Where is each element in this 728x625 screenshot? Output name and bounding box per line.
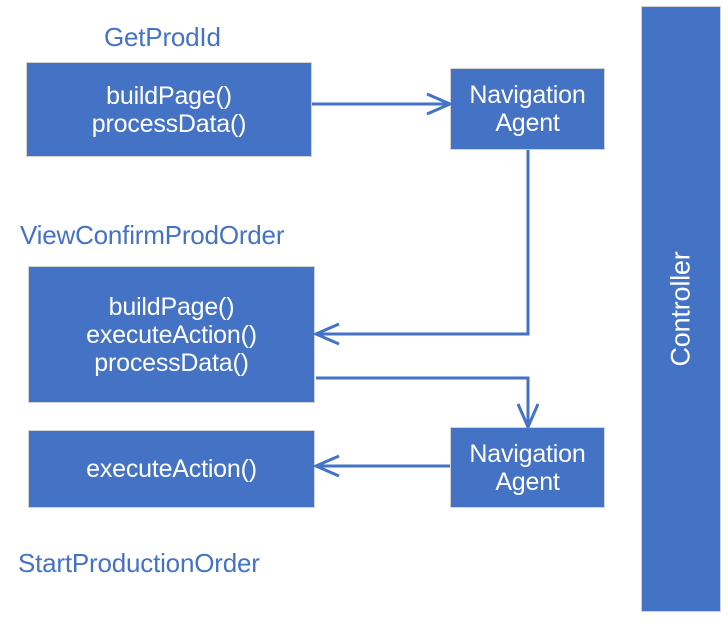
group-label-get-prod-id: GetProdId xyxy=(104,22,221,52)
node-start-production-order-methods[interactable]: executeAction() xyxy=(28,430,315,508)
nav-agent-top-line-1: Navigation xyxy=(469,81,586,109)
connector-get-prod-id-to-nav-agent-top xyxy=(312,92,454,116)
connector-line xyxy=(316,376,530,427)
node-controller[interactable]: Controller xyxy=(641,6,721,612)
method-process-data: processData() xyxy=(91,109,247,138)
connector-arrowhead xyxy=(312,322,340,346)
node-view-confirm-prod-order-methods[interactable]: buildPage() executeAction() processData(… xyxy=(28,266,315,403)
controller-label: Controller xyxy=(665,251,696,367)
method-execute-action: executeAction() xyxy=(86,320,257,349)
group-label-start-production-order: StartProductionOrder xyxy=(18,548,260,578)
nav-agent-top-line-2: Agent xyxy=(495,109,560,137)
nav-agent-bottom-line-1: Navigation xyxy=(469,439,586,468)
method-process-data: processData() xyxy=(94,348,249,377)
method-execute-action: executeAction() xyxy=(86,455,257,483)
connector-arrowhead xyxy=(312,454,340,478)
connector-arrowhead xyxy=(516,403,540,431)
node-nav-agent-bottom[interactable]: Navigation Agent xyxy=(450,427,605,508)
connector-nav-agent-top-to-view-confirm-prod-order xyxy=(312,150,530,346)
node-nav-agent-top[interactable]: Navigation Agent xyxy=(450,68,605,150)
connector-line xyxy=(316,150,530,336)
connector-nav-agent-bottom-to-start-production-order xyxy=(312,454,450,478)
nav-agent-bottom-line-2: Agent xyxy=(495,467,560,496)
node-get-prod-id-methods[interactable]: buildPage() processData() xyxy=(26,62,312,157)
connector-arrowhead xyxy=(426,92,454,116)
method-build-page: buildPage() xyxy=(106,81,232,110)
group-label-view-confirm-prod-order: ViewConfirmProdOrder xyxy=(20,220,285,250)
method-build-page: buildPage() xyxy=(108,292,235,321)
connector-view-confirm-prod-order-to-nav-agent-bottom xyxy=(316,376,540,431)
